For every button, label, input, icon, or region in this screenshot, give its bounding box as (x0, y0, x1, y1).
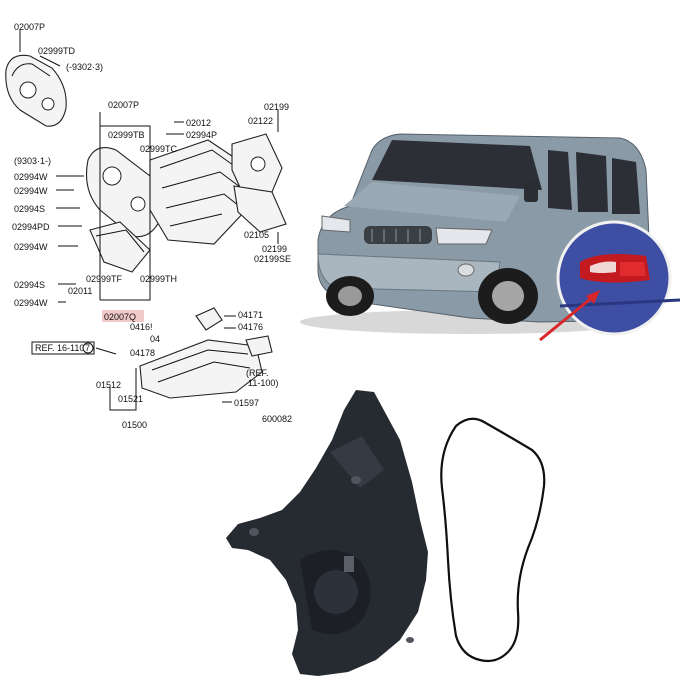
label-01521: 01521 (118, 394, 143, 404)
label-01500: 01500 (122, 420, 147, 430)
label-04176: 04176 (238, 322, 263, 332)
taillight-inset (556, 220, 681, 336)
label-02007P-b: 02007P (108, 100, 139, 110)
label-01512: 01512 (96, 380, 121, 390)
label-02199-a: 02199 (264, 102, 289, 112)
label-02999TC: 02999TC (140, 144, 178, 154)
label-04: 04 (150, 334, 160, 344)
label-9302-3: (-9302·3) (66, 62, 103, 72)
label-02994W-a: 02994W (14, 172, 48, 182)
label-02011: 02011 (68, 286, 92, 296)
label-02012: 02012 (186, 118, 211, 128)
label-02122: 02122 (248, 116, 273, 126)
diagram-labels: 02007P 02999TD (-9302·3) 02007P 02999TB … (12, 22, 292, 430)
label-02994S-a: 02994S (14, 204, 45, 214)
label-02999TH: 02999TH (140, 274, 177, 284)
diagram-leaders (19, 30, 279, 411)
label-ref-11-100: 11-100) (248, 378, 278, 388)
gasket-photo (440, 417, 546, 663)
red-arrow-icon (539, 290, 600, 342)
label-600082: 600082 (262, 414, 292, 424)
label-02999TF: 02999TF (86, 274, 123, 284)
label-02007P-a: 02007P (14, 22, 45, 32)
label-04178: 04178 (130, 348, 155, 358)
label-02994PD: 02994PD (12, 222, 50, 232)
label-02199-b: 02199 (262, 244, 287, 254)
label-04171: 04171 (238, 310, 263, 320)
label-02007Q: 02007Q (104, 312, 136, 322)
highlight-02007Q (102, 310, 144, 322)
label-ref-16-110: REF. 16-110 (35, 343, 84, 353)
label-9303-1: (9303·1-) (14, 156, 51, 166)
label-ref-7: 7 (85, 343, 90, 353)
diagram-engine-block (149, 139, 251, 245)
parts-diagram: 02007P 02999TD (-9302·3) 02007P 02999TB … (5, 22, 292, 430)
label-02994P: 02994P (186, 130, 217, 140)
label-02105: 02105 (244, 230, 269, 240)
label-02994W-b: 02994W (14, 186, 48, 196)
label-02999TB: 02999TB (108, 130, 145, 140)
ref-box (31, 341, 95, 355)
label-02994W-c: 02994W (14, 242, 48, 252)
diagram-oil-pan (139, 307, 273, 399)
label-02199SE: 02199SE (254, 254, 291, 264)
diagram-cover-assembly (85, 147, 162, 273)
label-ref-a: (REF. (246, 368, 269, 378)
timing-cover-photo (226, 390, 428, 676)
label-02999TD: 02999TD (38, 46, 76, 56)
label-01597: 01597 (234, 398, 259, 408)
diagram-cover-upper (5, 54, 67, 127)
label-02994S-b: 02994S (14, 280, 45, 290)
diagram-bracket (231, 133, 287, 233)
label-0416: 0416! (130, 322, 153, 332)
label-02994W-d: 02994W (14, 298, 48, 308)
ref-circle (82, 342, 94, 354)
